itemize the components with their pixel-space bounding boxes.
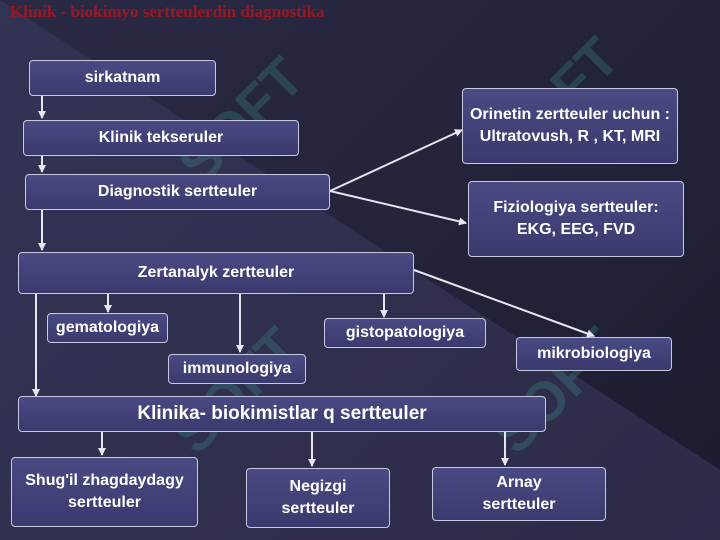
node-fiziologiya-sertteuler: Fiziologiya sertteuler: EKG, EEG, FVD <box>468 181 684 257</box>
node-orinetin-zertteuler: Orinetin zertteuler uchun : Ultratovush,… <box>462 88 678 164</box>
node-klinik-tekseruler: Klinik tekseruler <box>23 120 299 156</box>
node-label: Klinik tekseruler <box>98 129 224 147</box>
node-mikrobiologiya: mikrobiologiya <box>516 337 672 371</box>
node-label: Fiziologiya sertteuler: EKG, EEG, FVD <box>493 199 659 238</box>
node-label: Orinetin zertteuler uchun : Ultratovush,… <box>469 106 670 145</box>
node-label: immunologiya <box>182 360 292 378</box>
node-label: gematologiya <box>55 319 160 337</box>
arrow <box>329 190 467 226</box>
node-zertanalyk-zertteuler: Zertanalyk zertteuler <box>18 252 414 294</box>
node-label: gistopatologiya <box>345 324 465 342</box>
node-klinika-biokimistlar: Klinika- biokimistlar q sertteuler <box>18 396 546 432</box>
node-label: Arnay sertteuler <box>482 474 556 513</box>
node-negizgi-sertteuler: Negizgi sertteuler <box>246 468 390 528</box>
node-gematologiya: gematologiya <box>47 313 168 343</box>
node-sirkatnam: sirkatnam <box>29 60 216 96</box>
node-arnay-sertteuler: Arnay sertteuler <box>432 467 606 521</box>
node-label: Zertanalyk zertteuler <box>137 264 295 282</box>
node-label: mikrobiologiya <box>537 345 651 363</box>
node-label: Negizgi sertteuler <box>281 478 355 517</box>
node-immunologiya: immunologiya <box>168 354 306 384</box>
node-label: Klinika- biokimistlar q sertteuler <box>137 403 427 425</box>
page-title: Klinik - biokimyo sertteulerdin diagnost… <box>10 2 325 21</box>
arrow <box>413 269 595 338</box>
arrow <box>329 129 463 192</box>
node-label: Diagnostik sertteuler <box>97 183 258 201</box>
node-label: sirkatnam <box>84 69 161 87</box>
node-gistopatologiya: gistopatologiya <box>324 318 486 348</box>
node-shugil-zhagdaydagy: Shug'il zhagdaydagy sertteuler <box>11 457 198 527</box>
node-label: Shug'il zhagdaydagy sertteuler <box>25 472 184 511</box>
node-diagnostik-sertteuler: Diagnostik sertteuler <box>25 174 330 210</box>
